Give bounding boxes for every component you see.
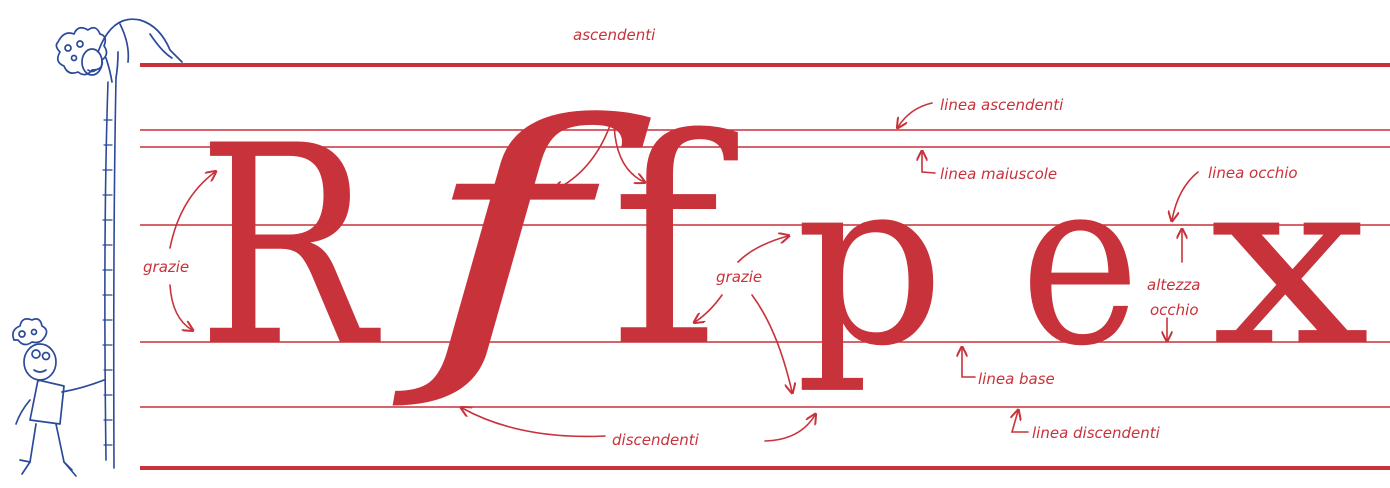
annotations: ascendenti linea ascendenti linea maiusc…	[143, 26, 1298, 449]
letter-x: x	[1210, 130, 1370, 397]
letter-R: R	[197, 87, 382, 407]
label-grazie-center: grazie	[716, 268, 762, 286]
arrow-grazie-center-left	[695, 294, 723, 322]
arrow-discendenti-right	[764, 415, 815, 442]
measuring-tape-icon	[102, 77, 117, 469]
arrow-linea-base	[962, 348, 976, 378]
label-discendenti: discendenti	[612, 431, 700, 449]
arrow-ascendenti-right	[613, 121, 644, 182]
arrow-discendenti-left	[462, 408, 606, 438]
arrow-grazie-center-up	[737, 236, 788, 263]
letters: R f f p e x	[197, 59, 1370, 414]
arrow-linea-discendenti	[1012, 411, 1029, 433]
guide-lines	[140, 63, 1390, 470]
label-linea-ascendenti: linea ascendenti	[940, 96, 1064, 114]
arrow-linea-occhio	[1172, 171, 1199, 220]
label-grazie-left: grazie	[143, 258, 189, 276]
letter-p: p	[795, 130, 945, 397]
arrow-linea-maiuscole	[922, 152, 936, 174]
label-linea-discendenti: linea discendenti	[1032, 424, 1161, 442]
label-linea-base: linea base	[978, 370, 1055, 388]
arrow-ascendenti-left	[555, 119, 613, 190]
arrow-grazie-center-right	[751, 294, 792, 392]
label-ascendenti: ascendenti	[573, 26, 656, 44]
label-occhio: occhio	[1150, 301, 1199, 319]
arrow-grazie-left-down	[169, 284, 192, 330]
person-holding-ruler-icon	[12, 318, 105, 477]
person-hanging-icon	[55, 18, 183, 83]
label-altezza: altezza	[1147, 276, 1200, 294]
letter-f: f	[610, 78, 740, 410]
arrow-grazie-left-up	[169, 172, 215, 249]
arrows	[169, 102, 1199, 442]
label-linea-occhio: linea occhio	[1208, 164, 1298, 182]
label-linea-maiuscole: linea maiuscole	[940, 165, 1057, 183]
letter-e: e	[1020, 130, 1140, 397]
arrow-linea-ascendenti	[898, 102, 933, 127]
